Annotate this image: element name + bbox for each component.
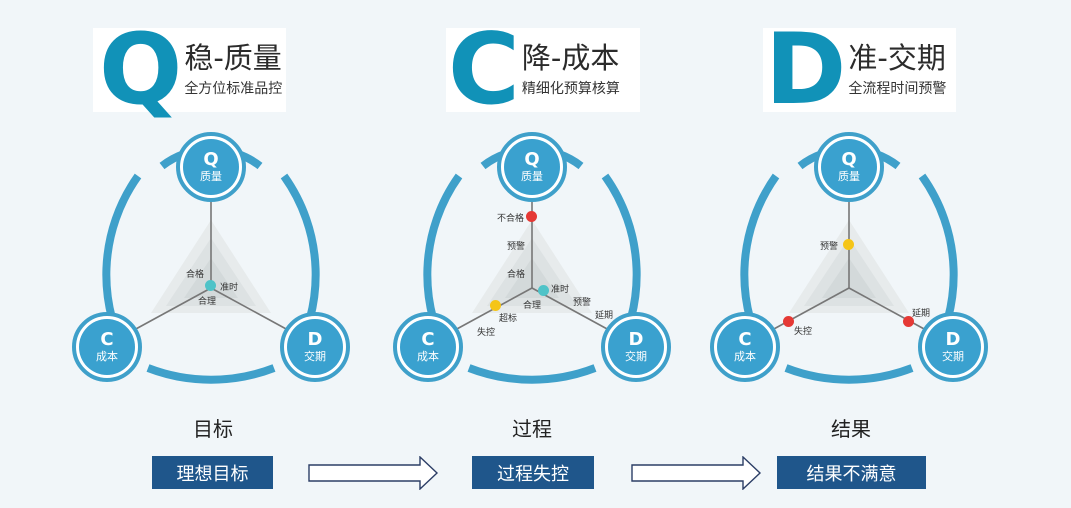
point-label: 延期 xyxy=(912,309,931,319)
header-text: 准-交期 全流程时间预警 xyxy=(848,40,946,100)
status-dot-yellow xyxy=(843,239,854,250)
node-label: 质量 xyxy=(838,170,860,183)
status-dot-teal xyxy=(205,280,216,291)
header-letter-d: D xyxy=(765,13,846,127)
point-label: 失控 xyxy=(794,327,813,337)
header-subtitle: 全流程时间预警 xyxy=(848,81,947,97)
node-letter: Q xyxy=(524,149,540,170)
qcd-triangle-graphic xyxy=(102,145,320,384)
header-cost: C 降-成本 精细化预算核算 xyxy=(446,13,640,127)
node-letter: C xyxy=(421,329,435,350)
point-label: 合格 xyxy=(186,270,205,280)
caption-result: 结果 xyxy=(831,417,871,441)
caption-process: 过程 xyxy=(512,417,552,441)
status-dot-red xyxy=(903,316,914,327)
node-label: 成本 xyxy=(417,350,439,363)
point-label: 合理 xyxy=(523,301,542,311)
node-label: 交期 xyxy=(625,350,647,363)
header-letter-q: Q xyxy=(99,13,182,127)
point-label: 预警 xyxy=(573,298,592,308)
header-title: 准-交期 xyxy=(848,41,946,75)
node-letter: C xyxy=(738,329,752,350)
tag-result-unsatisfactory: 结果不满意 xyxy=(777,456,926,489)
node-label: 交期 xyxy=(304,350,326,363)
header-quality: Q 稳-质量 全方位标准品控 xyxy=(93,13,286,127)
node-label: 质量 xyxy=(521,170,543,183)
point-label: 预警 xyxy=(507,242,526,252)
header-title: 降-成本 xyxy=(521,41,620,75)
point-label: 合理 xyxy=(198,297,217,307)
node-letter: Q xyxy=(841,149,857,170)
node-label: 成本 xyxy=(96,350,118,363)
point-label: 准时 xyxy=(551,285,570,295)
node-label: 交期 xyxy=(942,350,964,363)
arrow-right-icon xyxy=(308,456,439,490)
status-dot-red xyxy=(526,211,537,222)
node-label: 质量 xyxy=(200,170,222,183)
node-letter: C xyxy=(100,329,114,350)
point-label: 准时 xyxy=(220,283,239,293)
arrow-right-icon xyxy=(631,456,762,490)
header-delivery: D 准-交期 全流程时间预警 xyxy=(763,13,956,127)
status-dot-yellow xyxy=(490,300,501,311)
status-dot-teal xyxy=(538,285,549,296)
point-label: 预警 xyxy=(820,242,839,252)
caption-target: 目标 xyxy=(193,417,233,441)
point-label: 失控 xyxy=(477,328,496,338)
point-label: 延期 xyxy=(595,311,614,321)
point-label: 超标 xyxy=(499,314,518,324)
node-label: 成本 xyxy=(734,350,756,363)
node-letter: Q xyxy=(203,149,219,170)
status-dot-red xyxy=(783,316,794,327)
tag-ideal-target: 理想目标 xyxy=(152,456,273,489)
header-text: 降-成本 精细化预算核算 xyxy=(522,40,620,100)
node-letter: D xyxy=(945,329,961,350)
point-label: 不合格 xyxy=(497,214,525,224)
header-subtitle: 全方位标准品控 xyxy=(184,81,283,97)
header-text: 稳-质量 全方位标准品控 xyxy=(184,40,282,100)
header-letter-c: C xyxy=(448,13,520,127)
node-letter: D xyxy=(307,329,323,350)
tag-process-out-of-control: 过程失控 xyxy=(472,456,594,489)
node-letter: D xyxy=(628,329,644,350)
header-title: 稳-质量 xyxy=(184,41,282,75)
point-label: 合格 xyxy=(507,270,526,280)
header-subtitle: 精细化预算核算 xyxy=(521,81,620,97)
